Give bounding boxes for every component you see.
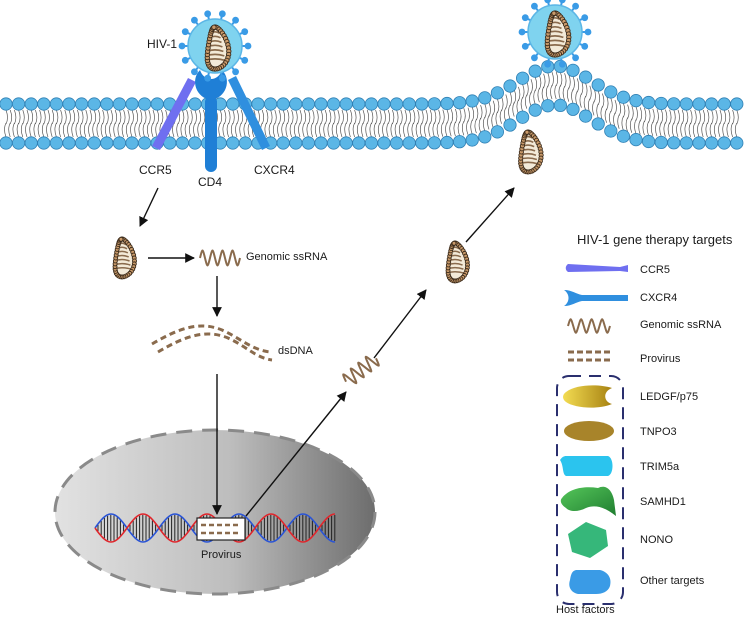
cxcr4-receptor-icon — [564, 290, 628, 306]
capsid-exiting — [518, 129, 544, 175]
nono-hexagon-icon — [568, 522, 608, 558]
legend-samhd1-label: SAMHD1 — [640, 496, 686, 508]
provirus-label: Provirus — [201, 549, 242, 561]
ledgf-shape-icon — [563, 385, 612, 408]
legend-cxcr4-label: CXCR4 — [640, 292, 677, 304]
samhd1-shape-icon — [560, 486, 616, 516]
legend-ccr5: CCR5 — [565, 264, 670, 276]
receptor-cluster — [152, 70, 270, 172]
integrated-provirus — [196, 517, 246, 541]
host-factors-caption: Host factors — [556, 604, 615, 616]
ccr5-receptor — [152, 78, 196, 150]
legend-other: Other targets — [569, 570, 705, 594]
legend-ccr5-label: CCR5 — [640, 264, 670, 276]
legend-trim5a-label: TRIM5a — [640, 461, 680, 473]
legend-ledgf: LEDGF/p75 — [563, 385, 698, 408]
exported-ssrna-wave — [342, 355, 380, 385]
cxcr4-receptor — [228, 76, 270, 150]
legend-trim5a: TRIM5a — [560, 456, 680, 476]
dsdna-label: dsDNA — [278, 345, 314, 357]
legend-nono-label: NONO — [640, 534, 673, 546]
capsid-cytoplasm-2 — [445, 240, 470, 284]
hiv1-virion-attached — [178, 10, 252, 82]
legend-ssrna: Genomic ssRNA — [567, 318, 722, 334]
genomic-ssrna-wave — [199, 249, 241, 267]
legend-cxcr4: CXCR4 — [564, 290, 677, 306]
legend-samhd1: SAMHD1 — [560, 486, 686, 516]
legend-tnpo3: TNPO3 — [564, 421, 677, 441]
cd4-label: CD4 — [198, 175, 222, 189]
arrow-budding — [465, 187, 515, 243]
legend-other-label: Other targets — [640, 575, 705, 587]
host-factors-box: Host factors — [556, 375, 624, 616]
cxcr4-label: CXCR4 — [254, 163, 295, 177]
cell-membrane — [0, 59, 744, 150]
ccr5-label: CCR5 — [139, 163, 172, 177]
legend-provirus-label: Provirus — [640, 353, 681, 365]
legend-provirus: Provirus — [568, 350, 681, 365]
legend-ledgf-label: LEDGF/p75 — [640, 391, 698, 403]
ccr5-receptor-icon — [565, 264, 628, 272]
legend-title: HIV-1 gene therapy targets — [577, 232, 733, 247]
legend-ssrna-label: Genomic ssRNA — [640, 319, 722, 331]
arrow-entry — [139, 187, 159, 227]
trim5a-shape-icon — [560, 456, 613, 476]
other-targets-icon — [569, 570, 611, 594]
legend-tnpo3-label: TNPO3 — [640, 426, 677, 438]
legend-nono: NONO — [568, 522, 673, 558]
dsdna-strands — [151, 324, 273, 362]
arrow-transcription — [245, 391, 347, 517]
arrow-assembly — [373, 289, 427, 359]
hiv1-virion-budding — [518, 0, 592, 68]
nucleus — [53, 428, 377, 596]
hiv1-label: HIV-1 — [147, 37, 177, 51]
pathway-arrows — [139, 187, 515, 517]
genomic-ssrna-label: Genomic ssRNA — [246, 251, 328, 263]
ssrna-wave-icon — [567, 318, 611, 334]
capsid-cytoplasm-1 — [112, 236, 137, 280]
cd4-receptor — [195, 70, 227, 172]
tnpo3-ellipse-icon — [564, 421, 614, 441]
provirus-dashed-icon — [568, 350, 612, 362]
